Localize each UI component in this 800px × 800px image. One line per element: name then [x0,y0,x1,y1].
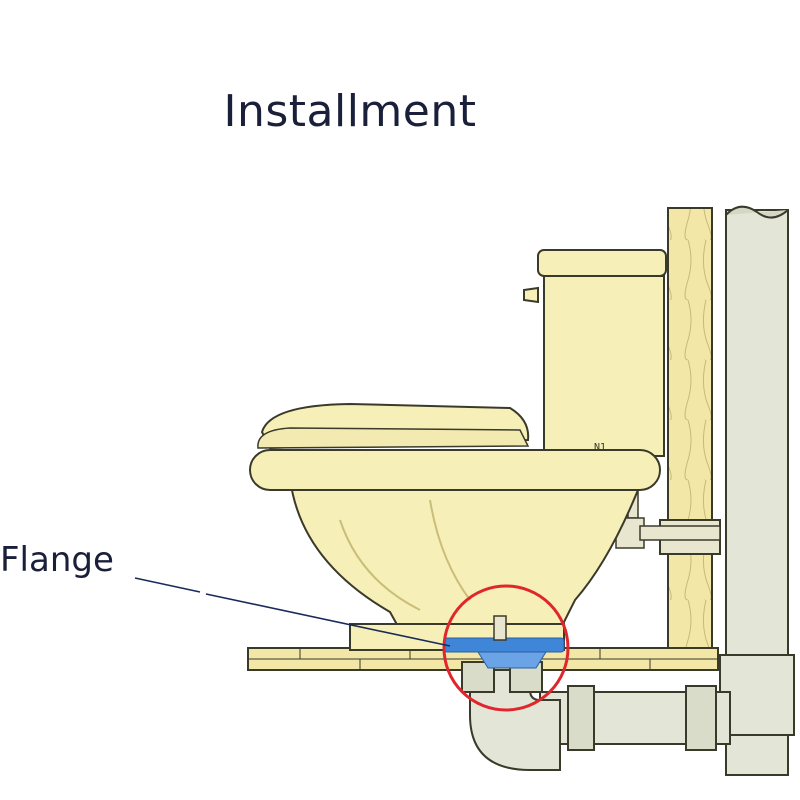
flange-highlight-circle [442,584,570,712]
drain-pipe [461,661,731,771]
vent-pipe [719,205,795,776]
toilet-tank: N1 [523,249,667,457]
stud-wall [659,207,721,651]
flange-label: Flange [0,540,114,580]
tank-marking: N1 [594,442,606,453]
callout-leader-line [134,577,451,647]
flange-ring [443,615,565,669]
toilet-bowl [249,402,661,651]
diagram-title: Installment [223,86,477,137]
